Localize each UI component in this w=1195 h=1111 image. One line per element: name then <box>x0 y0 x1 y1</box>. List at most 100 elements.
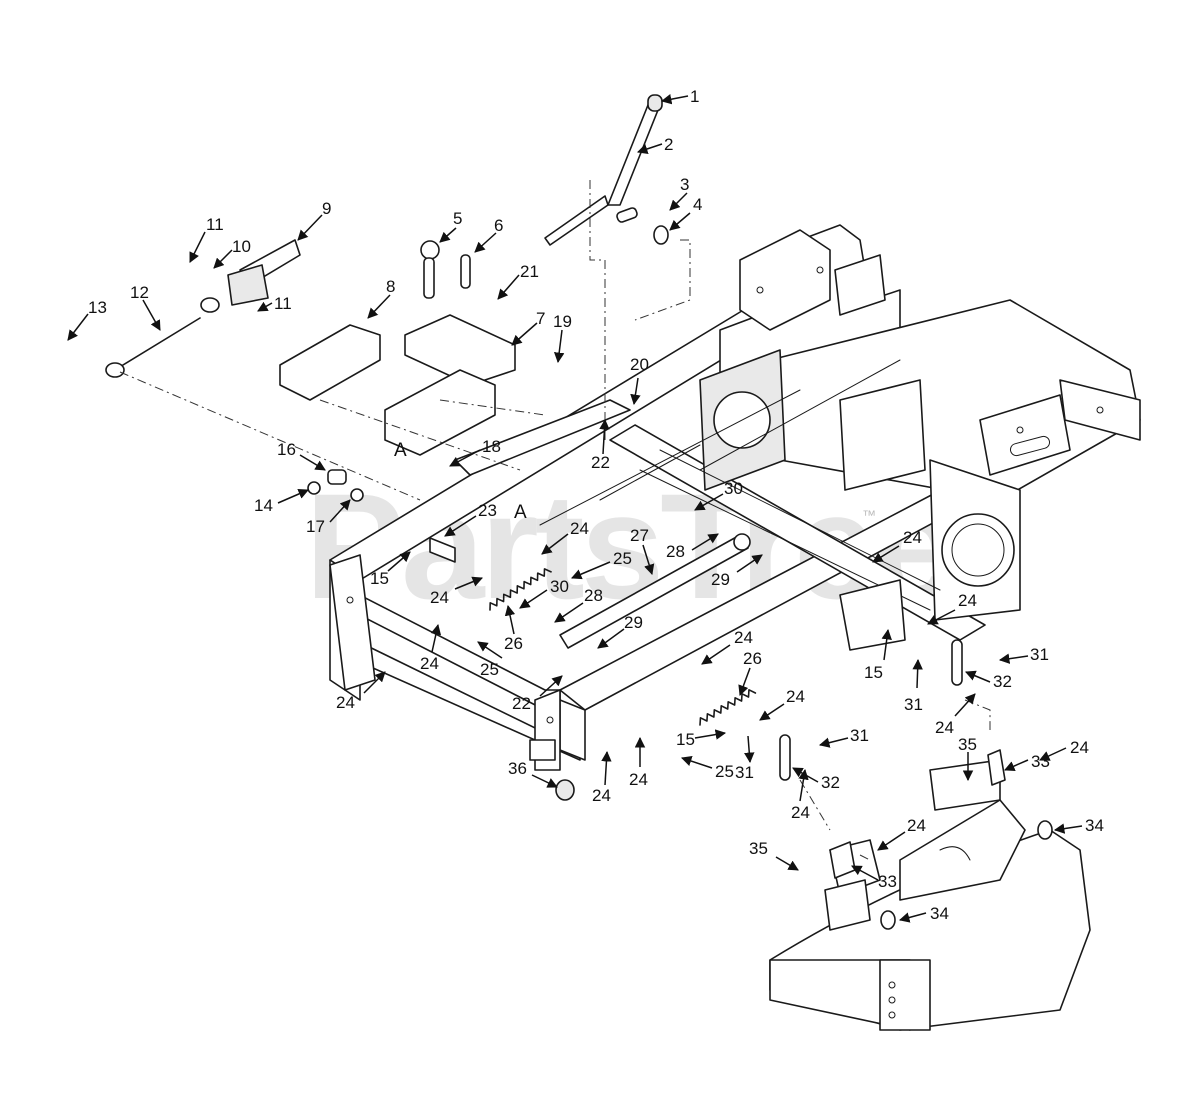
callout-17: 17 <box>306 499 351 536</box>
svg-text:24: 24 <box>935 718 954 737</box>
svg-text:35: 35 <box>749 839 768 858</box>
svg-text:30: 30 <box>724 479 743 498</box>
svg-text:24: 24 <box>903 528 922 547</box>
part-5-clevis-pin <box>420 240 440 299</box>
part-14-washer <box>307 481 321 495</box>
svg-text:25: 25 <box>715 762 734 781</box>
svg-text:16: 16 <box>277 440 296 459</box>
svg-text:26: 26 <box>504 634 523 653</box>
callout-32a: 32 <box>965 670 1012 691</box>
svg-text:29: 29 <box>624 613 643 632</box>
callout-24f: 24 <box>927 591 977 625</box>
callout-24d: 24 <box>336 671 386 712</box>
svg-text:™: ™ <box>862 507 876 523</box>
svg-text:24: 24 <box>907 816 926 835</box>
callout-31c: 31 <box>735 735 755 782</box>
callout-21: 21 <box>497 262 539 300</box>
svg-text:25: 25 <box>613 549 632 568</box>
part-7-bracket <box>404 314 516 386</box>
callout-1: 1 <box>660 87 699 106</box>
callout-24l: 24 <box>1039 738 1089 761</box>
callout-14: 14 <box>254 488 309 515</box>
svg-text:8: 8 <box>386 277 395 296</box>
svg-text:31: 31 <box>1030 645 1049 664</box>
callout-10: 10 <box>213 237 251 269</box>
svg-text:15: 15 <box>676 730 695 749</box>
part-9-pedal <box>227 239 301 306</box>
svg-text:13: 13 <box>88 298 107 317</box>
svg-text:12: 12 <box>130 283 149 302</box>
svg-text:27: 27 <box>630 526 649 545</box>
callout-22a: 22 <box>591 418 610 472</box>
svg-text:1: 1 <box>690 87 699 106</box>
svg-text:7: 7 <box>536 309 545 328</box>
callout-15a: 15 <box>370 551 411 588</box>
svg-text:23: 23 <box>478 501 497 520</box>
callout-23: 23 <box>444 501 497 537</box>
callout-24k: 24 <box>935 693 976 737</box>
svg-text:24: 24 <box>336 693 355 712</box>
callout-16: 16 <box>277 440 326 471</box>
callout-24a: 24 <box>541 519 589 555</box>
assembly-lines <box>119 180 991 861</box>
callout-4: 4 <box>669 195 702 231</box>
callout-33a: 33 <box>1004 752 1050 772</box>
section-marker-a-left: A <box>394 440 407 461</box>
svg-text:22: 22 <box>512 694 531 713</box>
callout-11a: 11 <box>189 215 224 263</box>
section-marker-a-right: A <box>514 502 527 523</box>
callout-9: 9 <box>297 199 331 241</box>
svg-text:18: 18 <box>482 437 501 456</box>
callout-24g: 24 <box>701 628 753 665</box>
svg-text:15: 15 <box>370 569 389 588</box>
svg-text:26: 26 <box>743 649 762 668</box>
callout-33b: 33 <box>851 865 897 891</box>
callout-31d: 31 <box>818 726 869 748</box>
svg-text:28: 28 <box>666 542 685 561</box>
callout-35a: 35 <box>958 735 977 782</box>
svg-text:24: 24 <box>786 687 805 706</box>
callout-15c: 15 <box>676 729 727 749</box>
callout-11b: 11 <box>257 294 292 313</box>
part-23-tube <box>429 537 456 563</box>
part-3-bushing <box>616 207 638 223</box>
callout-26a: 26 <box>504 604 523 653</box>
callout-32b: 32 <box>792 767 840 792</box>
part-33-bracket-a <box>987 749 1006 786</box>
svg-text:20: 20 <box>630 355 649 374</box>
callout-13: 13 <box>67 298 107 341</box>
svg-text:33: 33 <box>878 872 897 891</box>
callout-30b: 30 <box>519 577 569 609</box>
callout-25b: 25 <box>477 641 503 679</box>
lift-handle <box>544 94 663 246</box>
callout-12: 12 <box>130 283 161 331</box>
svg-text:32: 32 <box>821 773 840 792</box>
callout-2: 2 <box>637 135 673 154</box>
callout-24j: 24 <box>629 736 648 789</box>
callout-25a: 25 <box>571 549 632 580</box>
callout-34b: 34 <box>898 904 949 923</box>
callout-6: 6 <box>474 216 503 253</box>
svg-text:19: 19 <box>553 312 572 331</box>
callout-31b: 31 <box>904 658 923 714</box>
svg-text:24: 24 <box>1070 738 1089 757</box>
svg-text:5: 5 <box>453 209 462 228</box>
svg-text:11: 11 <box>206 215 224 234</box>
callout-8: 8 <box>367 277 395 319</box>
svg-text:14: 14 <box>254 496 273 515</box>
callout-26b: 26 <box>738 649 762 696</box>
callout-34a: 34 <box>1053 816 1104 835</box>
svg-text:6: 6 <box>494 216 503 235</box>
part-17-washer <box>350 488 364 502</box>
svg-text:31: 31 <box>850 726 869 745</box>
callout-25c: 25 <box>681 756 734 781</box>
svg-text:28: 28 <box>584 586 603 605</box>
callout-24i: 24 <box>592 750 612 805</box>
svg-text:11: 11 <box>274 294 292 313</box>
svg-text:2: 2 <box>664 135 673 154</box>
part-4-spring <box>653 225 669 245</box>
svg-text:22: 22 <box>591 453 610 472</box>
svg-text:4: 4 <box>693 195 702 214</box>
svg-text:34: 34 <box>930 904 949 923</box>
